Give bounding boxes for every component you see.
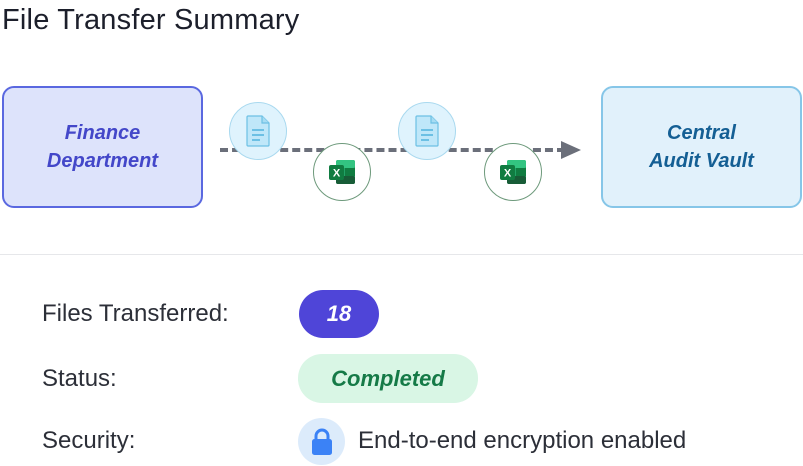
page-title: File Transfer Summary (2, 4, 300, 36)
source-node-line2: Department (46, 150, 159, 172)
files-count-badge: 18 (299, 290, 379, 338)
excel-icon: X (484, 143, 542, 201)
security-value: End-to-end encryption enabled (358, 427, 687, 454)
svg-text:X: X (504, 168, 512, 180)
status-badge: Completed (298, 354, 478, 403)
target-node-line2: Audit Vault (649, 150, 754, 172)
source-node: Finance Department (2, 86, 203, 208)
files-transferred-label: Files Transferred: (42, 300, 229, 327)
target-node-line1: Central (667, 122, 736, 144)
security-label: Security: (42, 427, 136, 454)
document-icon (398, 102, 456, 160)
transfer-arrow-line (220, 148, 565, 152)
lock-icon (298, 418, 345, 465)
document-icon (229, 102, 287, 160)
excel-icon: X (313, 143, 371, 201)
target-node: Central Audit Vault (601, 86, 802, 208)
status-label: Status: (42, 365, 117, 392)
section-divider (0, 254, 803, 255)
svg-text:X: X (333, 168, 341, 180)
source-node-line1: Finance (64, 122, 141, 144)
arrow-head-icon (561, 141, 581, 159)
